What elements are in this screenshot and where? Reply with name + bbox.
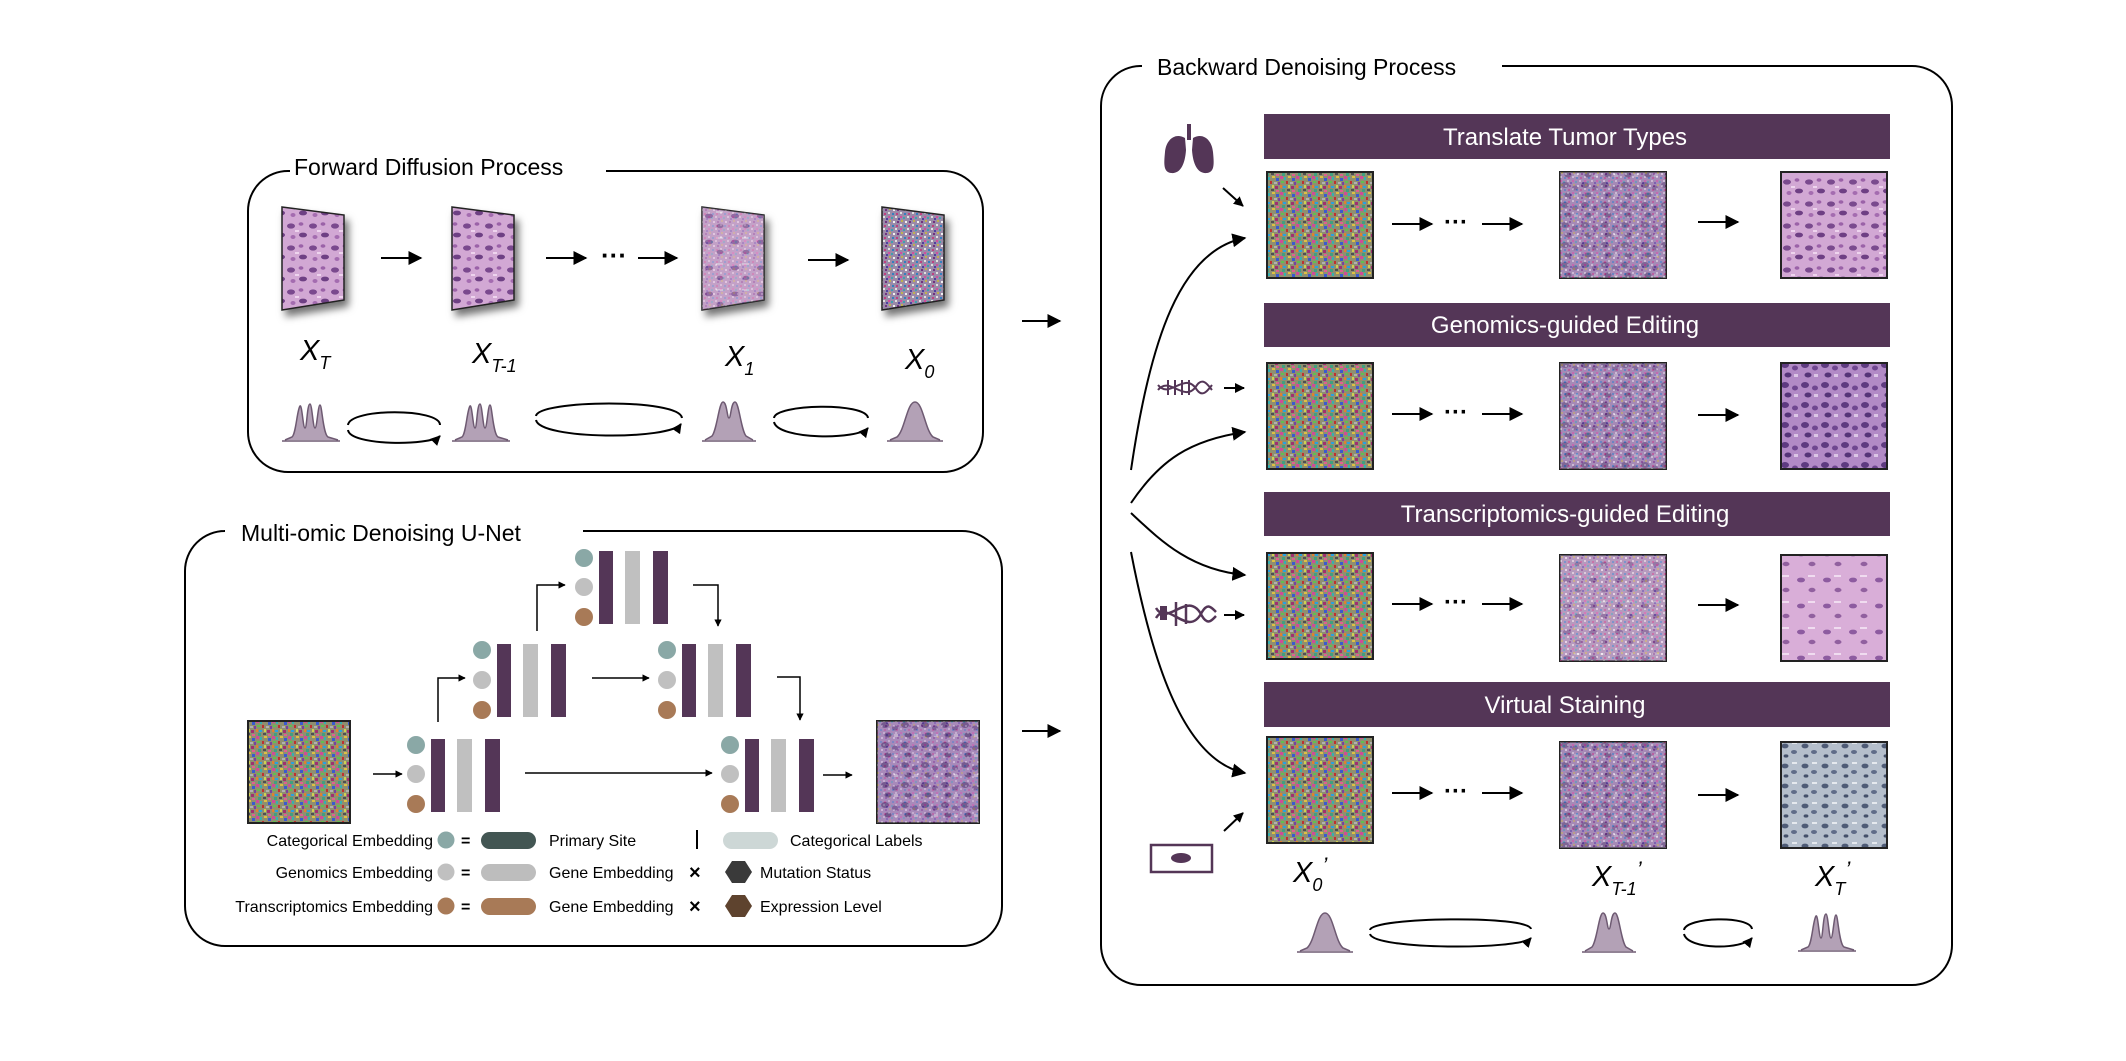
- row4-noise: [1266, 736, 1374, 844]
- svg-text:×: ×: [689, 862, 701, 884]
- forward-label-x1: X1: [724, 341, 754, 379]
- unet-legend: Categorical Embedding = Primary Site Cat…: [235, 830, 923, 918]
- forward-slice-xt1: [451, 206, 515, 311]
- legend-categorical-embedding: Categorical Embedding: [267, 833, 433, 850]
- lungs-icon: [1164, 124, 1214, 174]
- row2-ellipsis: ···: [1444, 399, 1468, 426]
- row-header-genomics: [1264, 303, 1890, 347]
- distribution-bimodal: [704, 401, 754, 441]
- row-header-transcriptomics: [1264, 492, 1890, 536]
- distribution-bimodal: [1584, 912, 1634, 952]
- cycle-arrow: [1369, 918, 1532, 948]
- unet-title: Multi-omic Denoising U-Net: [241, 520, 522, 546]
- backward-label-xt1: XT-1’: [1591, 857, 1643, 899]
- row3-noise: [1266, 552, 1374, 660]
- row3-result: [1780, 554, 1888, 662]
- forward-label-xt1: XT-1: [471, 338, 517, 376]
- svg-text:=: =: [461, 899, 470, 916]
- backward-title: Backward Denoising Process: [1157, 54, 1456, 80]
- slide-icon: [1149, 843, 1214, 874]
- cycle-arrow: [535, 402, 683, 437]
- legend-primary-site: Primary Site: [549, 833, 636, 850]
- legend-genomics-embedding: Genomics Embedding: [276, 865, 433, 882]
- lungs-arrow: [1222, 187, 1244, 207]
- distribution-gaussian: [1299, 912, 1351, 952]
- cycle-arrow: [347, 411, 441, 446]
- backward-denoising-panel: Backward Denoising Process Translate Tum…: [1100, 54, 1953, 986]
- unet-block-bottleneck: [575, 549, 668, 626]
- unet-block-up-1: [658, 641, 751, 719]
- forward-slice-xt: [281, 206, 345, 311]
- distribution-multimodal: [1800, 913, 1855, 951]
- svg-text:=: =: [461, 833, 470, 850]
- svg-text:=: =: [461, 865, 470, 882]
- row1-ellipsis: ···: [1444, 209, 1468, 236]
- backward-label-x0: X0’: [1292, 853, 1328, 895]
- cycle-arrow: [773, 405, 869, 439]
- legend-gene-embedding: Gene Embedding: [549, 865, 674, 882]
- legend-mutation-status: Mutation Status: [760, 865, 871, 882]
- cycle-arrow: [1683, 918, 1753, 949]
- legend-categorical-labels: Categorical Labels: [790, 833, 923, 850]
- row1-noise: [1266, 171, 1374, 279]
- legend-expression-level: Expression Level: [760, 899, 882, 916]
- distribution-multimodal: [284, 403, 339, 441]
- dna-icon: [1157, 380, 1213, 395]
- row-arrows: [1392, 215, 1740, 802]
- forward-title: Forward Diffusion Process: [294, 154, 563, 180]
- forward-ellipsis: ···: [601, 240, 627, 270]
- unet-input-noise: [247, 720, 351, 824]
- backward-label-xt: XT’: [1814, 857, 1851, 899]
- row2-result: [1780, 362, 1888, 470]
- forward-diffusion-panel: Forward Diffusion Process ··· XT XT-1 X1…: [247, 154, 984, 473]
- expression-hex-icon: [725, 895, 752, 917]
- legend-transcriptomics-embedding: Transcriptomics Embedding: [235, 899, 433, 916]
- unet-block-down-1: [407, 736, 500, 813]
- forward-label-x0: X0: [904, 344, 934, 382]
- row2-noise: [1266, 362, 1374, 470]
- row-header-virtual-staining: [1264, 682, 1890, 727]
- unet-panel: Multi-omic Denoising U-Net: [184, 520, 1003, 947]
- fan-out-curves: [1130, 233, 1247, 778]
- unet-connections: [437, 581, 804, 777]
- mutation-hex-icon: [725, 861, 752, 883]
- row4-result: [1780, 741, 1888, 849]
- dna-rna-icon: [1154, 602, 1217, 626]
- row-header-translate: [1264, 114, 1890, 159]
- unet-block-down-2: [473, 641, 566, 719]
- svg-text:Genomics-guided Editing: Genomics-guided Editing: [1431, 312, 1699, 339]
- distribution-multimodal: [454, 403, 509, 441]
- svg-text:Translate Tumor Types: Translate Tumor Types: [1443, 124, 1687, 151]
- legend-gene-embedding-2: Gene Embedding: [549, 899, 674, 916]
- forward-slice-x1: [701, 206, 765, 311]
- row3-ellipsis: ···: [1444, 589, 1468, 616]
- row1-result: [1780, 171, 1888, 279]
- distribution-gaussian: [889, 401, 941, 441]
- svg-text:×: ×: [689, 896, 701, 918]
- svg-text:Transcriptomics-guided Editing: Transcriptomics-guided Editing: [1401, 501, 1730, 528]
- forward-slice-x0: [881, 206, 945, 311]
- unet-block-up-2: [721, 736, 814, 813]
- row4-ellipsis: ···: [1444, 778, 1468, 805]
- svg-text:Virtual Staining: Virtual Staining: [1485, 692, 1646, 719]
- forward-label-xt: XT: [299, 335, 332, 373]
